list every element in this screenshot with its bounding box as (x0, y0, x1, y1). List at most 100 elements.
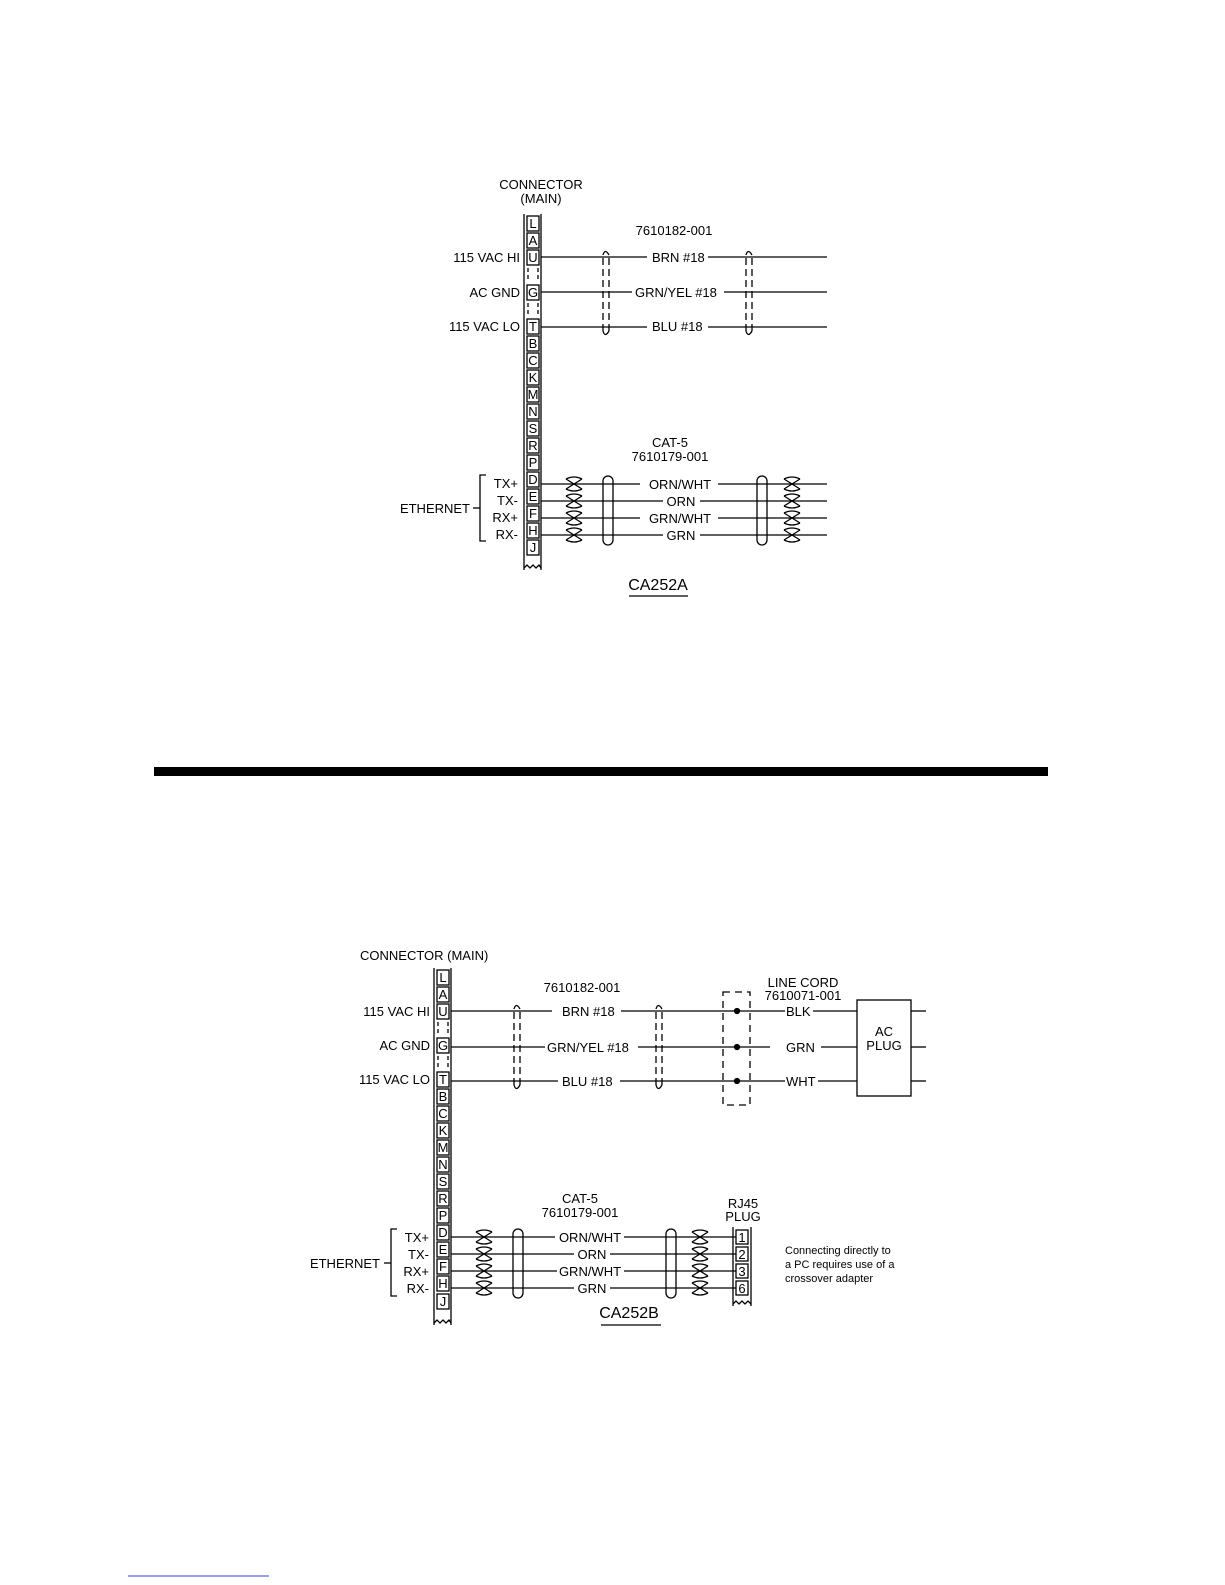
note-line: Connecting directly to (785, 1245, 891, 1257)
power-cable-part-number: 7610182-001 (636, 223, 713, 238)
signal-label: TX+ (494, 476, 518, 491)
pin-box (526, 352, 540, 369)
eth-wire-labels: ORN/WHT ORN GRN/WHT GRN (559, 1230, 621, 1296)
rj45-subtitle: PLUG (725, 1209, 760, 1224)
ethernet-bracket (479, 474, 486, 542)
pin-label: B (529, 336, 538, 351)
cable-jacket (756, 475, 768, 546)
pin-box (526, 232, 540, 249)
wire-label: WHT (786, 1074, 816, 1089)
pin-letters: L A U G T B C K M N S R P D E F H J (438, 970, 449, 1309)
pin-label: N (528, 404, 537, 419)
pin-box (436, 1088, 450, 1105)
pin-label: E (439, 1242, 448, 1257)
diagram-a: CONNECTOR (MAIN) (400, 177, 827, 597)
wire-label: GRN (786, 1040, 815, 1055)
pin-label: S (439, 1174, 448, 1189)
pin-label: K (529, 370, 538, 385)
pin-label: J (530, 540, 537, 555)
rj45-pin-label: 6 (738, 1281, 745, 1296)
signal-label: TX- (408, 1247, 429, 1262)
ac-plug-label: AC (875, 1024, 893, 1039)
signal-label: AC GND (379, 1038, 430, 1053)
wire-label: ORN/WHT (649, 477, 711, 492)
signal-label: 115 VAC LO (359, 1072, 430, 1087)
wire-label: BRN #18 (652, 250, 705, 265)
wire-label: GRN (667, 528, 696, 543)
wire-label: ORN/WHT (559, 1230, 621, 1245)
rj45-pin-label: 2 (738, 1247, 745, 1262)
pin-label: D (438, 1225, 447, 1240)
line-cord-part-number: 7610071-001 (765, 988, 842, 1003)
pin-label: G (438, 1038, 448, 1053)
wire-label: BLK (786, 1004, 811, 1019)
pin-label: U (438, 1004, 447, 1019)
pin-box (436, 1037, 450, 1054)
rj45-title: RJ45 (728, 1196, 758, 1211)
rj45-pin-box (735, 1280, 749, 1296)
wire-label: ORN (578, 1247, 607, 1262)
diagram-b: CONNECTOR (MAIN) (310, 948, 926, 1326)
pin-box (436, 1003, 450, 1020)
pin-box (526, 215, 540, 232)
signal-label: RX+ (492, 510, 518, 525)
pin-box (436, 1105, 450, 1122)
pin-label: B (439, 1089, 448, 1104)
pin-box (436, 1071, 450, 1088)
pin-label: R (528, 438, 537, 453)
power-signal-labels: 115 VAC HI AC GND 115 VAC LO (359, 1004, 430, 1087)
signal-label: RX- (407, 1281, 429, 1296)
cable-jacket (512, 1228, 524, 1299)
pin-label: L (529, 216, 536, 231)
note-line: crossover adapter (785, 1273, 873, 1285)
eth-cable-part-number: 7610179-001 (542, 1205, 619, 1220)
pin-box (436, 1224, 450, 1241)
signal-label: 115 VAC LO (449, 319, 520, 334)
rj45-pin-box (735, 1263, 749, 1279)
pin-box (436, 969, 450, 986)
pin-label: D (528, 472, 537, 487)
pin-label: C (438, 1106, 447, 1121)
pin-box (436, 1293, 450, 1310)
crossover-note: Connecting directly to a PC requires use… (785, 1245, 895, 1285)
junction-dot (733, 1043, 741, 1051)
signal-label: TX+ (405, 1230, 429, 1245)
section-divider (154, 767, 1048, 776)
connector-subtitle: (MAIN) (520, 191, 561, 206)
ethernet-group-label: ETHERNET (400, 501, 470, 516)
pin-box (526, 420, 540, 437)
eth-cable-part-number: 7610179-001 (632, 449, 709, 464)
cable-jacket (665, 1228, 677, 1299)
pin-box (436, 1258, 450, 1275)
pin-box (436, 1207, 450, 1224)
pin-box (526, 471, 540, 488)
signal-label: AC GND (469, 285, 520, 300)
pin-label: F (439, 1259, 447, 1274)
pin-box (526, 539, 540, 556)
pin-box (526, 437, 540, 454)
junction-dot (733, 1007, 741, 1015)
cord-wire-labels: BLK GRN WHT (786, 1004, 816, 1089)
pin-label: P (529, 455, 538, 470)
pin-box (436, 1190, 450, 1207)
pin-box (526, 249, 540, 266)
wire-label: GRN (578, 1281, 607, 1296)
power-signal-labels: 115 VAC HI AC GND 115 VAC LO (449, 250, 520, 334)
pin-label: F (529, 506, 537, 521)
pin-label: H (528, 523, 537, 538)
pin-label: A (439, 987, 448, 1002)
wire-label: GRN/YEL #18 (635, 285, 717, 300)
pin-label: P (439, 1208, 448, 1223)
wire-label: ORN (667, 494, 696, 509)
power-wire-labels: BRN #18 GRN/YEL #18 BLU #18 (635, 250, 717, 334)
line-cord-box (722, 991, 751, 1106)
rj45-pin-numbers: 1 2 3 6 (738, 1230, 745, 1296)
pin-label: S (529, 421, 538, 436)
pin-box (436, 1241, 450, 1258)
eth-signal-labels: TX+ TX- RX+ RX- (492, 476, 518, 542)
pin-box (436, 1156, 450, 1173)
pin-label: N (438, 1157, 447, 1172)
pin-box (526, 454, 540, 471)
wire-label: BRN #18 (562, 1004, 615, 1019)
